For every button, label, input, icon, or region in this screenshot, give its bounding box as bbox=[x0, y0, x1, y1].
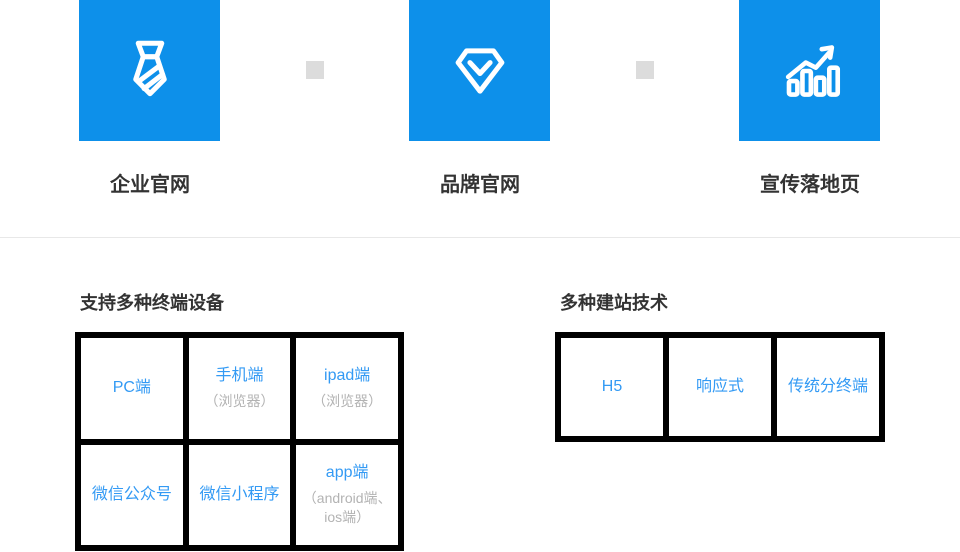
platform-title: ipad端 bbox=[324, 367, 371, 385]
services-section: 企业官网 品牌官网 宣传落地页 bbox=[0, 0, 960, 238]
technologies-grid: H5 响应式 传统分终端 bbox=[555, 332, 885, 442]
connector-square bbox=[306, 61, 324, 79]
platform-title: 微信公众号 bbox=[91, 485, 172, 503]
platform-subtitle: （android端、ios端） bbox=[302, 490, 392, 526]
service-label-brand-site: 品牌官网 bbox=[440, 174, 520, 196]
platform-title: 手机端 bbox=[215, 367, 264, 385]
service-tile-enterprise-site bbox=[79, 0, 220, 141]
service-tile-brand-site bbox=[409, 0, 550, 141]
service-label-landing-page: 宣传落地页 bbox=[760, 174, 860, 196]
service-label-enterprise-site: 企业官网 bbox=[110, 174, 190, 196]
platform-title: PC端 bbox=[112, 379, 151, 397]
tech-title: 传统分终端 bbox=[787, 378, 868, 395]
tech-cell-responsive: 响应式 bbox=[669, 338, 771, 436]
platforms-grid: PC端 手机端 （浏览器） ipad端 （浏览器） 微信公众号 微信小程序 ap… bbox=[75, 332, 404, 551]
tech-title: H5 bbox=[601, 378, 623, 395]
platform-cell-ipad: ipad端 （浏览器） bbox=[296, 338, 398, 439]
tech-cell-h5: H5 bbox=[561, 338, 663, 436]
platforms-heading: 支持多种终端设备 bbox=[80, 293, 224, 313]
tech-title: 响应式 bbox=[695, 378, 744, 395]
connector-square bbox=[636, 61, 654, 79]
diamond-icon bbox=[438, 29, 522, 113]
platform-subtitle: （浏览器） bbox=[312, 393, 383, 410]
tie-icon bbox=[108, 29, 192, 113]
platform-cell-wechat-official: 微信公众号 bbox=[81, 444, 183, 545]
platform-cell-wechat-miniprogram: 微信小程序 bbox=[188, 444, 291, 545]
technologies-heading: 多种建站技术 bbox=[560, 293, 668, 313]
platform-title: 微信小程序 bbox=[199, 485, 280, 503]
platform-cell-app: app端 （android端、ios端） bbox=[296, 444, 398, 545]
service-tile-landing-page bbox=[739, 0, 880, 141]
platform-title: app端 bbox=[325, 464, 369, 482]
platform-cell-mobile: 手机端 （浏览器） bbox=[188, 338, 291, 439]
platform-subtitle: （浏览器） bbox=[204, 393, 275, 410]
tech-cell-traditional: 传统分终端 bbox=[777, 338, 879, 436]
platform-cell-pc: PC端 bbox=[81, 338, 183, 439]
bar-chart-icon bbox=[768, 29, 852, 113]
